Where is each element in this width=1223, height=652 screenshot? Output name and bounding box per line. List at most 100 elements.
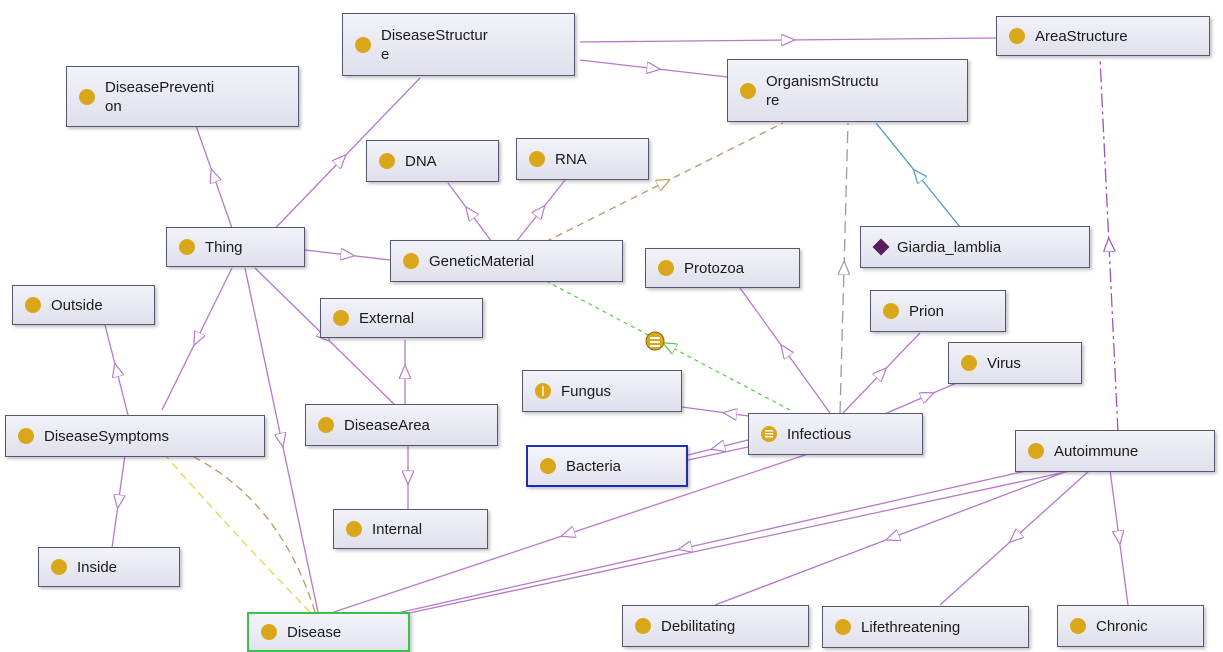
class-icon	[535, 383, 551, 399]
class-icon	[835, 619, 851, 635]
node-lifethreatening[interactable]: Lifethreatening	[822, 606, 1029, 648]
node-internal[interactable]: Internal	[333, 509, 488, 549]
node-label: AreaStructure	[1035, 27, 1128, 45]
node-label: OrganismStructu re	[766, 72, 879, 109]
class-icon	[1070, 618, 1086, 634]
edge-geneticmaterial-organismstructure-dashed	[544, 122, 784, 243]
equivalence-badge-icon	[645, 331, 665, 351]
edge-giardia-organismstructure	[875, 122, 961, 228]
node-label: Giardia_lamblia	[897, 238, 1002, 256]
node-label: DiseaseStructur e	[381, 26, 488, 63]
node-label: Disease	[287, 623, 342, 641]
node-label: Protozoa	[684, 259, 745, 277]
class-icon	[51, 559, 67, 575]
node-debilitating[interactable]: Debilitating	[622, 605, 809, 647]
node-chronic[interactable]: Chronic	[1057, 605, 1204, 647]
node-label: Chronic	[1096, 617, 1148, 635]
edge-geneticmaterial-dna	[447, 182, 493, 243]
node-dna[interactable]: DNA	[366, 140, 499, 182]
node-thing[interactable]: Thing	[166, 227, 305, 267]
node-label: Virus	[987, 354, 1021, 372]
class-icon	[79, 88, 95, 105]
node-label: External	[359, 309, 415, 327]
node-rna[interactable]: RNA	[516, 138, 649, 180]
node-label: DiseasePreventi on	[105, 78, 215, 115]
node-protozoa[interactable]: Protozoa	[645, 248, 800, 288]
node-outside[interactable]: Outside	[12, 285, 155, 325]
node-disease[interactable]: Disease	[247, 612, 410, 652]
class-icon	[1009, 28, 1025, 44]
class-icon	[658, 260, 674, 276]
node-label: Fungus	[561, 382, 612, 400]
edge-infectious-organismstructure-dashed	[840, 122, 848, 414]
edge-infectious-bacteria-1	[687, 439, 749, 456]
node-giardia-lamblia[interactable]: Giardia_lamblia	[860, 226, 1090, 268]
node-disease-prevention[interactable]: DiseasePreventi on	[66, 66, 299, 127]
edge-disease-diseasesymptoms-tan	[189, 454, 316, 613]
class-icon	[346, 521, 362, 537]
node-prion[interactable]: Prion	[870, 290, 1006, 332]
edge-diseasestructure-organismstructure	[579, 59, 728, 78]
edge-infectious-disease	[327, 453, 809, 615]
class-icon	[403, 253, 419, 269]
node-label: Debilitating	[661, 617, 736, 635]
edge-diseasestructure-areastructure	[579, 38, 997, 42]
class-icon	[333, 310, 349, 326]
class-icon	[1028, 443, 1044, 459]
class-icon	[540, 458, 556, 474]
node-area-structure[interactable]: AreaStructure	[996, 16, 1210, 56]
edge-diseasesymptoms-inside	[111, 454, 126, 549]
node-inside[interactable]: Inside	[38, 547, 180, 587]
node-label: GeneticMaterial	[429, 252, 535, 270]
edge-infectious-geneticmaterial-dashed	[547, 281, 791, 411]
node-disease-symptoms[interactable]: DiseaseSymptoms	[5, 415, 265, 457]
edge-autoimmune-debilitating	[714, 469, 1071, 606]
edge-thing-geneticmaterial	[304, 250, 391, 260]
class-icon	[379, 153, 395, 169]
node-genetic-material[interactable]: GeneticMaterial	[390, 240, 623, 282]
node-virus[interactable]: Virus	[948, 342, 1082, 384]
node-label: Internal	[372, 520, 423, 538]
edge-infectious-bacteria-2	[687, 446, 749, 461]
node-autoimmune[interactable]: Autoimmune	[1015, 430, 1215, 472]
edge-autoimmune-lifethreatening	[939, 469, 1091, 606]
node-infectious[interactable]: Infectious	[748, 413, 923, 455]
node-disease-structure[interactable]: DiseaseStructur e	[342, 13, 575, 76]
node-bacteria[interactable]: Bacteria	[526, 445, 688, 487]
node-label: Lifethreatening	[861, 618, 961, 636]
edge-thing-diseaseprevention	[194, 122, 233, 229]
edge-autoimmune-chronic	[1109, 469, 1129, 606]
class-icon	[25, 297, 41, 313]
equivalent-class-icon	[761, 426, 777, 442]
node-label: Thing	[205, 238, 243, 256]
edge-thing-diseasesymptoms	[161, 267, 233, 411]
node-label: Bacteria	[566, 457, 622, 475]
node-label: Prion	[909, 302, 945, 320]
node-label: Outside	[51, 296, 103, 314]
edge-infectious-prion	[842, 332, 921, 414]
class-icon	[883, 303, 899, 319]
class-icon	[635, 618, 651, 634]
node-label: Inside	[77, 558, 118, 576]
node-external[interactable]: External	[320, 298, 483, 338]
class-icon	[961, 355, 977, 371]
edge-disease-diseasesymptoms-yellow	[164, 454, 311, 613]
edge-autoimmune-disease	[339, 469, 1031, 627]
edge-thing-disease	[244, 267, 319, 613]
node-label: Infectious	[787, 425, 852, 443]
class-icon	[18, 428, 34, 444]
class-icon	[261, 624, 277, 640]
individual-icon	[872, 238, 890, 256]
class-icon	[355, 36, 371, 53]
node-label: DiseaseSymptoms	[44, 427, 170, 445]
node-label: DiseaseArea	[344, 416, 430, 434]
edge-autoimmune-areastructure-dashed	[1099, 57, 1119, 433]
class-icon	[529, 151, 545, 167]
class-icon	[318, 417, 334, 433]
edge-diseasesymptoms-outside	[104, 324, 129, 416]
node-organism-structure[interactable]: OrganismStructu re	[727, 59, 968, 122]
node-disease-area[interactable]: DiseaseArea	[305, 404, 498, 446]
class-icon	[179, 239, 195, 255]
edge-infectious-protozoa	[739, 287, 831, 414]
node-fungus[interactable]: Fungus	[522, 370, 682, 412]
